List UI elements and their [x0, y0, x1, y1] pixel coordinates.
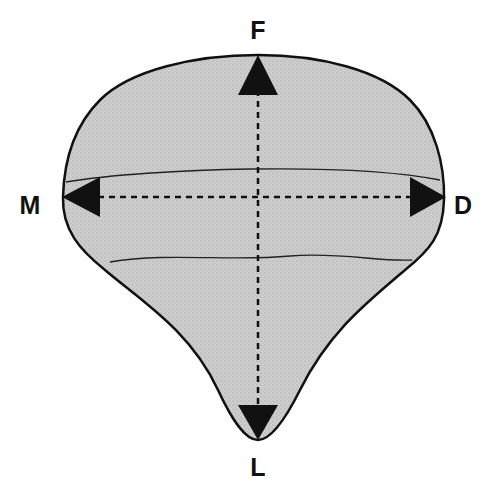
- arrow-head: [238, 55, 278, 95]
- arrow-head: [238, 405, 278, 440]
- arrow-head: [410, 177, 446, 217]
- ridge-line: [66, 169, 440, 182]
- axis-line: [98, 196, 412, 199]
- ridge-line: [110, 255, 412, 262]
- arrow-head: [62, 177, 100, 217]
- direction-label: M: [20, 193, 41, 218]
- direction-label: D: [454, 193, 472, 218]
- direction-label: L: [250, 455, 265, 480]
- tooth-outline: [63, 55, 444, 440]
- axis-line: [257, 90, 260, 408]
- direction-label: F: [250, 18, 265, 43]
